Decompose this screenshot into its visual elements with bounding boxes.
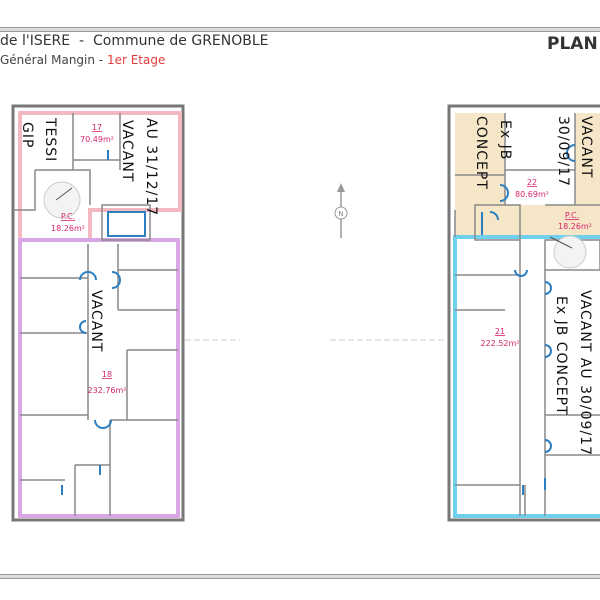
annotation-date-top: 30/09/17	[555, 116, 571, 187]
right-building: Ex JB CONCEPT VACANT 30/09/17 VACANT AU …	[447, 104, 600, 522]
annotation-ex-jb-concept: Ex JB CONCEPT	[553, 296, 569, 416]
plan-title: PLAN	[547, 34, 598, 54]
bottom-border	[0, 574, 600, 579]
north-arrow-icon: N	[334, 183, 348, 238]
room-area: 18.26m²	[51, 224, 85, 233]
north-label: N	[338, 210, 343, 218]
top-border	[0, 27, 600, 32]
annotation-vacant-top: VACANT	[119, 120, 135, 182]
room-number: P.C.	[61, 212, 75, 221]
room-number: 21	[495, 327, 505, 336]
room-area: 222.52m²	[481, 339, 520, 348]
annotation-tessi: TESSI	[42, 117, 58, 162]
room-number: 22	[527, 178, 537, 187]
room-area: 232.76m²	[88, 386, 127, 395]
header-subtitle: Général Mangin - 1er Etage	[0, 53, 165, 67]
annotation-gip: GIP	[19, 122, 35, 148]
room-number: P.C.	[565, 211, 579, 220]
header-title: de l'ISERE - Commune de GRENOBLE	[0, 33, 269, 49]
spiral-stair	[43, 181, 81, 219]
annotation-vacant-top: VACANT	[578, 116, 594, 178]
left-building: GIP TESSI VACANT AU 31/12/17 VACANT 17 7…	[11, 104, 185, 522]
street-label: Général Mangin -	[0, 53, 107, 67]
room-area: 18.26m²	[558, 222, 592, 231]
annotation-vacant-main: VACANT	[88, 290, 104, 352]
zone-purple	[18, 238, 180, 518]
center-area: N	[185, 183, 445, 341]
room-area: 70.49m²	[80, 135, 114, 144]
annotation-vacant-date: AU 31/12/17	[143, 118, 159, 216]
room-number: 17	[92, 123, 102, 132]
room-number: 18	[102, 370, 112, 379]
spiral-stair	[553, 235, 587, 269]
annotation-vacant-main: VACANT AU 30/09/17	[577, 290, 593, 456]
annotation-concept: CONCEPT	[473, 116, 489, 190]
zone-blue	[453, 235, 600, 518]
floor-label: 1er Etage	[106, 53, 166, 67]
annotation-ex-jb: Ex JB	[497, 120, 513, 160]
room-area: 80.69m²	[515, 190, 549, 199]
